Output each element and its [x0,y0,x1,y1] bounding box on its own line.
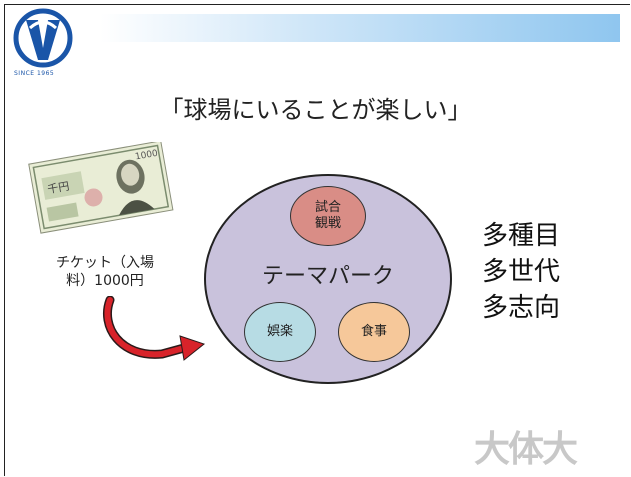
feature-item: 多種目 [482,221,561,251]
banknote-denomination: 千円 [46,180,70,197]
page-title: 「球場にいることが楽しい」 [159,96,472,124]
feature-item: 多志向 [482,293,561,323]
node-entertainment: 娯楽 [244,302,316,362]
ticket-caption-line2: 料）1000円 [66,273,144,289]
node-food: 食事 [338,302,410,362]
slide-border [4,4,630,476]
node-match-label: 試合 観戦 [314,200,341,231]
ticket-caption-line1: チケット（入場 [56,255,154,271]
university-logo-icon [13,8,73,68]
node-match-watching: 試合 観戦 [290,186,366,246]
node-entertainment-label: 娯楽 [266,324,293,339]
brand-logo: 大体大 [474,428,578,470]
banknote-serial: 1000 [134,149,159,163]
banknote-icon: 千円 1000 [28,142,174,234]
header-gradient-bar [100,14,620,42]
ticket-caption: チケット（入場 料）1000円 [40,254,170,290]
theme-park-label: テーマパーク [261,264,394,289]
logo-caption: SINCE 1965 [14,70,55,77]
node-food-label: 食事 [360,324,387,339]
curved-arrow-icon [102,296,206,361]
feature-list: 多種目 多世代 多志向 [482,218,560,326]
feature-item: 多世代 [482,257,561,287]
